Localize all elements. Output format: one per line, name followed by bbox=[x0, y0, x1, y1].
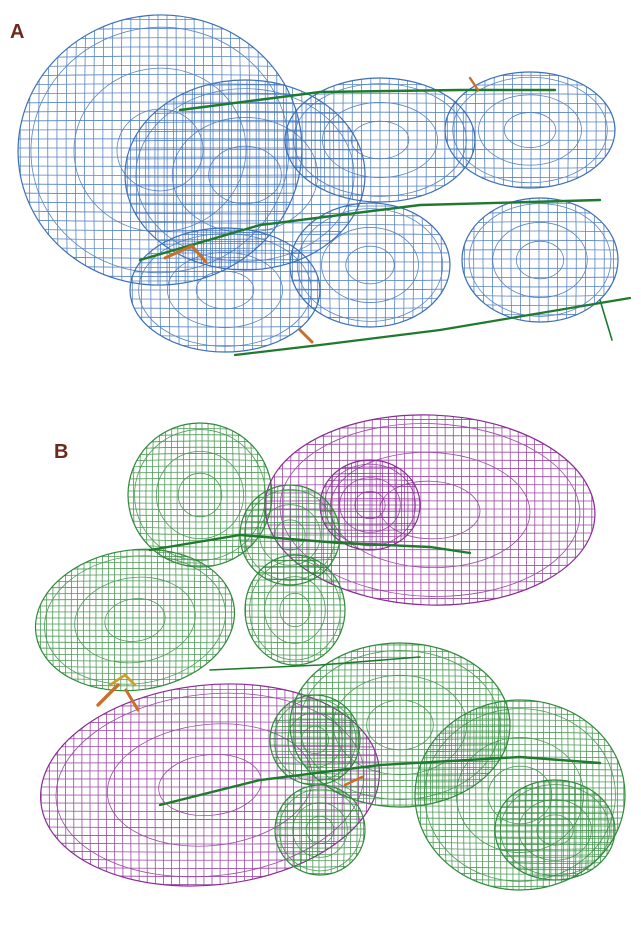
mesh-lobe-b10 bbox=[488, 763, 620, 895]
bond-branch-a1 bbox=[600, 300, 612, 340]
panel-label-a: A bbox=[10, 22, 24, 42]
panel-a: A bbox=[0, 0, 641, 385]
mesh-lobe-b12 bbox=[268, 778, 370, 880]
mesh-surface-b bbox=[0, 385, 641, 941]
panel-label-b: B bbox=[54, 442, 68, 462]
mesh-lobe-b11 bbox=[263, 688, 365, 790]
mesh-lobe-b1 bbox=[121, 416, 277, 572]
bond-linker-b3 bbox=[345, 777, 362, 785]
mesh-lobe-b2 bbox=[28, 513, 239, 724]
mesh-lobe-b7 bbox=[33, 608, 384, 941]
mesh-lobe-a7 bbox=[123, 188, 327, 385]
bond-linker-b1 bbox=[98, 685, 118, 705]
panel-b: B bbox=[0, 385, 641, 941]
bond-linker-a2 bbox=[300, 330, 312, 342]
bond-strand-b1 bbox=[150, 535, 470, 553]
mesh-surface-a bbox=[0, 0, 641, 385]
mesh-lobe-b11-outline bbox=[270, 695, 360, 785]
mesh-lobe-b1-outline bbox=[128, 423, 272, 567]
mesh-lobe-a4 bbox=[438, 38, 619, 219]
